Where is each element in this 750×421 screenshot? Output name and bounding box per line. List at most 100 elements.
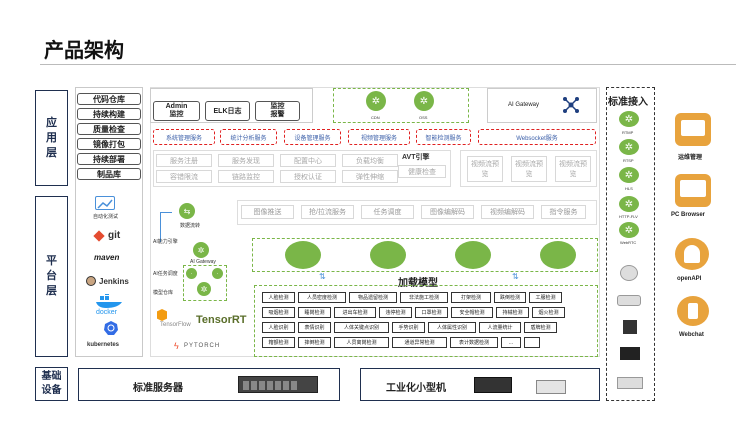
- detection-item[interactable]: 通道异常检测: [392, 337, 447, 348]
- detection-grid: 人脸检测 人员密度检测 物品遗留检测 非法施工检测 打架检测 跌倒检测 工服检测…: [262, 292, 565, 348]
- ms-item[interactable]: 配置中心: [280, 154, 336, 167]
- devops-item[interactable]: 持续构建: [77, 108, 141, 120]
- detection-item[interactable]: 人流量统计: [479, 322, 521, 333]
- detection-item[interactable]: 进出车检测: [334, 307, 376, 318]
- service-stats[interactable]: 统计分析服务: [220, 129, 277, 145]
- detection-item[interactable]: 人体属性识别: [428, 322, 476, 333]
- webchat-icon: [677, 296, 709, 326]
- detection-item[interactable]: 跌倒检测: [494, 292, 526, 303]
- pipeline-item[interactable]: 任务调度: [361, 205, 414, 219]
- elk-tool[interactable]: ELK日志: [205, 101, 250, 121]
- devops-item[interactable]: 镜像打包: [77, 138, 141, 150]
- video-preview-item[interactable]: 视频流预览: [555, 156, 591, 182]
- ms-item[interactable]: 服务发现: [218, 154, 274, 167]
- detection-item[interactable]: 安全帽检测: [451, 307, 493, 318]
- cdn-label: CDN: [371, 115, 380, 120]
- industrial-label: 工业化小型机: [386, 383, 446, 394]
- pipeline-item[interactable]: 抢/拉流服务: [301, 205, 354, 219]
- ai-gateway-box: [487, 88, 597, 123]
- maven-label: maven: [94, 253, 120, 262]
- network-icon: [562, 96, 580, 114]
- server-rack-icon: [238, 376, 318, 393]
- ms-item[interactable]: 容错限流: [156, 170, 212, 183]
- pipeline-item[interactable]: 指令服务: [541, 205, 586, 219]
- devops-item[interactable]: 持续部署: [77, 153, 141, 165]
- pipeline: 图像推送 抢/拉流服务 任务调度 图像编解码 视频编解码 指令服务: [241, 205, 586, 219]
- detection-item[interactable]: 睡岗检测: [298, 307, 331, 318]
- ai-gateway-small-label: AI Gateway: [190, 259, 216, 265]
- ms-item[interactable]: 服务注册: [156, 154, 212, 167]
- detection-item[interactable]: 非法施工检测: [400, 292, 448, 303]
- health-check[interactable]: 健康检查: [398, 165, 446, 178]
- detection-item[interactable]: 人脸识别: [262, 322, 295, 333]
- devops-item[interactable]: 代码仓库: [77, 93, 141, 105]
- kubernetes-icon: [104, 321, 118, 335]
- detection-item[interactable]: 持械检测: [496, 307, 529, 318]
- protocol-icon: ✲: [619, 111, 639, 127]
- task-node-icon: ·: [212, 268, 223, 279]
- ai-task-label: AI任务调度: [153, 271, 178, 277]
- ms-item[interactable]: 授权认证: [280, 170, 336, 183]
- detection-item[interactable]: 手势识别: [392, 322, 425, 333]
- detection-item[interactable]: 人体关键点识别: [334, 322, 389, 333]
- layer-infra-label: 基础设备: [35, 367, 68, 401]
- detection-item[interactable]: 表计数据检测: [450, 337, 498, 348]
- data-flow-label: 数据流转: [180, 223, 201, 229]
- detection-item[interactable]: 烟火检测: [532, 307, 565, 318]
- page-title: 产品架构: [44, 40, 124, 62]
- detection-item[interactable]: 箱额检测: [262, 337, 295, 348]
- detection-item[interactable]: 盾牌检测: [524, 322, 557, 333]
- detection-item[interactable]: 吸烟检测: [262, 307, 295, 318]
- detection-item[interactable]: 工服检测: [529, 292, 562, 303]
- detection-item[interactable]: 摔倒检测: [298, 337, 331, 348]
- service-video[interactable]: 视频管理服务: [348, 129, 410, 145]
- detection-item[interactable]: 人员密度检测: [298, 292, 346, 303]
- detection-item[interactable]: 人脸检测: [262, 292, 295, 303]
- model-store-label: 模型仓库: [153, 290, 174, 296]
- layer-platform-text: 平台层: [46, 255, 57, 297]
- service-device[interactable]: 设备管理服务: [284, 129, 341, 145]
- cdn-icon: ✲: [366, 91, 386, 111]
- pytorch-icon: ϟ: [174, 341, 179, 351]
- detection-item[interactable]: 表情识别: [298, 322, 331, 333]
- detection-item[interactable]: ...: [501, 337, 521, 348]
- protocol-label: RTSP: [623, 158, 634, 163]
- ai-gateway-label: AI Gateway: [508, 102, 540, 108]
- pipeline-box: [237, 200, 597, 225]
- industrial-box: [360, 368, 600, 401]
- video-preview-item[interactable]: 视频流预览: [511, 156, 547, 182]
- detection-item-blank: [524, 337, 540, 348]
- detection-item[interactable]: 违停检测: [379, 307, 412, 318]
- devops-item[interactable]: 质量检查: [77, 123, 141, 135]
- protocol-icon: ✲: [619, 196, 639, 212]
- ops-icon: [675, 113, 711, 146]
- detection-item[interactable]: 物品遗留检测: [349, 292, 397, 303]
- outdoor-camera-icon: [617, 377, 643, 389]
- ms-item[interactable]: 链路监控: [218, 170, 274, 183]
- load-model-title: 加载模型: [398, 278, 438, 289]
- pipeline-item[interactable]: 视频编解码: [481, 205, 534, 219]
- devops-item[interactable]: 制品库: [77, 168, 141, 180]
- video-preview-list: 视频流预览 视频流预览 视频流预览: [467, 156, 591, 182]
- admin-tool-l1: Admin: [165, 103, 188, 110]
- pipeline-item[interactable]: 图像编解码: [421, 205, 474, 219]
- ms-item[interactable]: 弹性伸缩: [342, 170, 398, 183]
- model-node-icon: [285, 241, 321, 269]
- video-preview-item[interactable]: 视频流预览: [467, 156, 503, 182]
- detection-item[interactable]: 人员离岗检测: [334, 337, 389, 348]
- ai-gateway-icon: ✲: [193, 242, 209, 258]
- detection-item[interactable]: 打架检测: [451, 292, 491, 303]
- detection-item[interactable]: 口罩检测: [415, 307, 448, 318]
- service-websocket[interactable]: Websocket服务: [478, 129, 596, 145]
- autotest-label: 自动化测试: [93, 214, 119, 220]
- autotest-icon: [95, 196, 115, 210]
- flow-line: [160, 212, 172, 242]
- pipeline-item[interactable]: 图像推送: [241, 205, 294, 219]
- monitor-tool[interactable]: 监控报警: [255, 101, 300, 121]
- service-smart[interactable]: 智能检测服务: [416, 129, 471, 145]
- model-node-icon: [540, 241, 576, 269]
- layer-platform-label: 平台层: [35, 196, 68, 357]
- service-system[interactable]: 系统管理服务: [153, 129, 215, 145]
- ms-item[interactable]: 负载均衡: [342, 154, 398, 167]
